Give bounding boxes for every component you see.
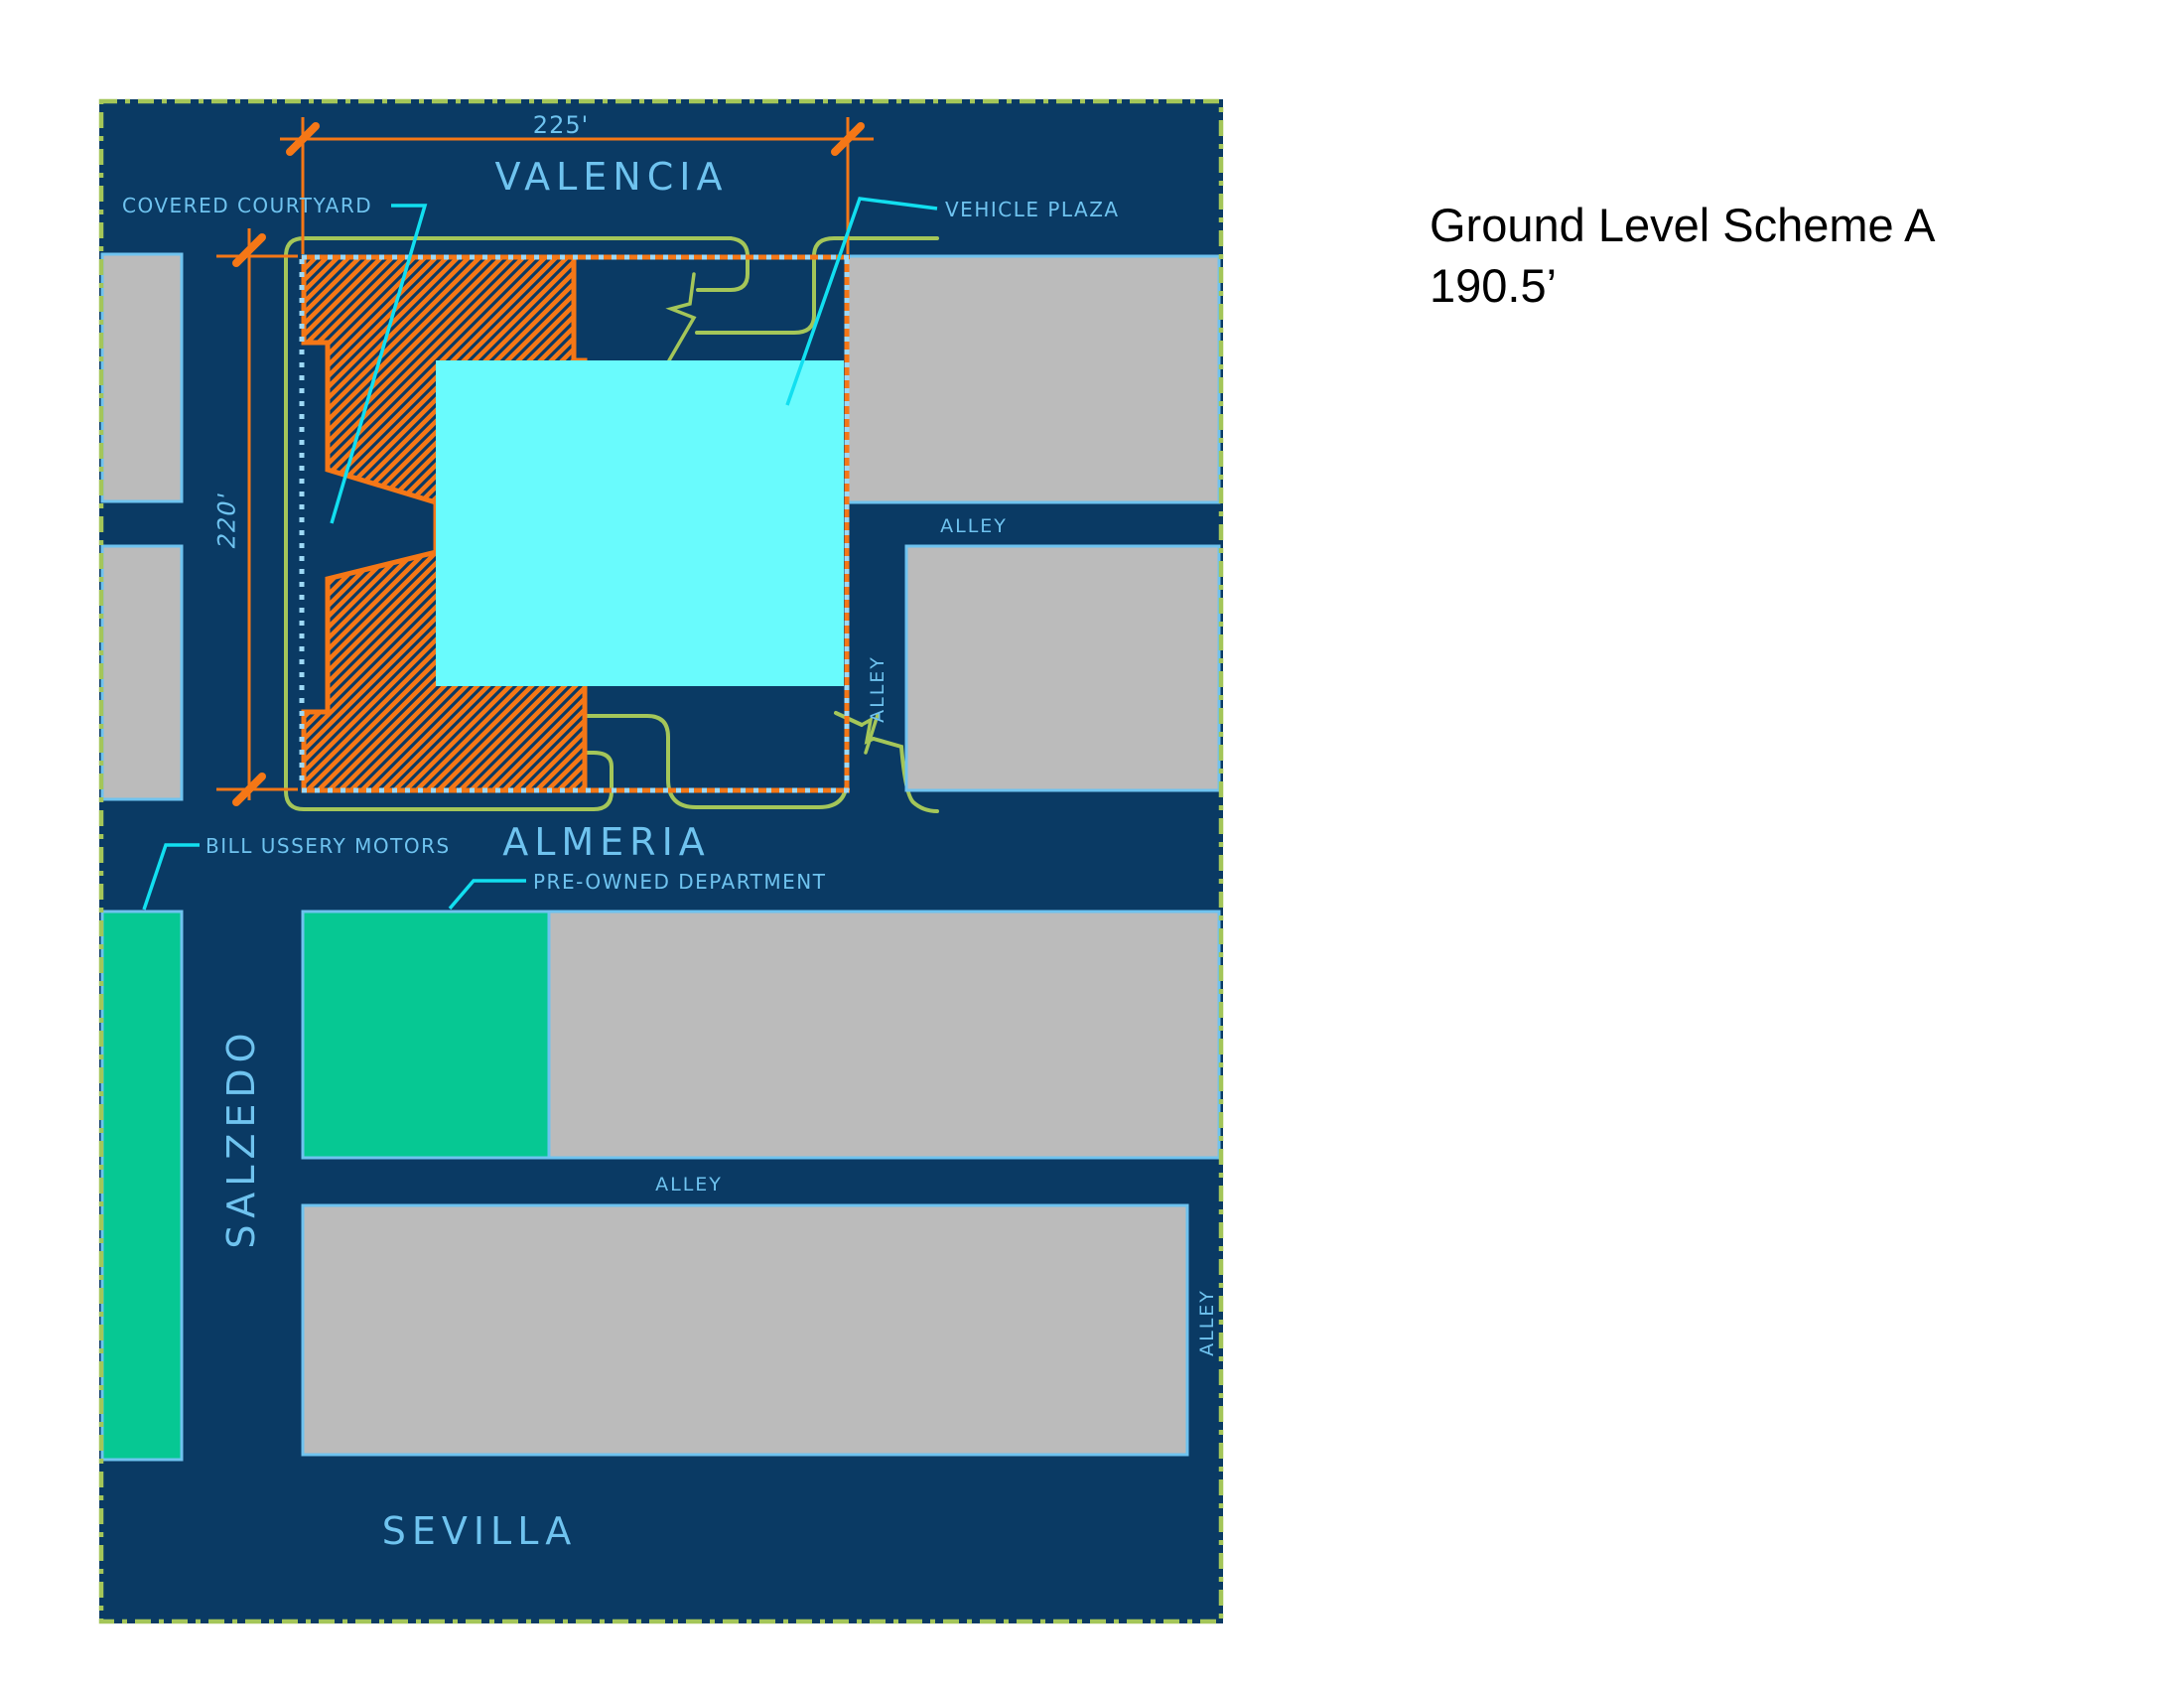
dim-height-label: 220' bbox=[212, 490, 241, 551]
curb-valencia-drive bbox=[696, 236, 750, 292]
title-block: Ground Level Scheme A 190.5’ bbox=[1430, 195, 1935, 316]
street-sevilla: SEVILLA bbox=[382, 1509, 578, 1553]
curb-almeria-drive bbox=[584, 714, 849, 809]
dim-width-label: 225' bbox=[533, 111, 589, 139]
curb-break-cross bbox=[864, 713, 880, 755]
plan-border bbox=[98, 98, 1224, 1624]
title-line1: Ground Level Scheme A bbox=[1430, 199, 1936, 251]
building-east bbox=[904, 544, 1221, 792]
alley-label-southeast-vertical: ALLEY bbox=[1196, 1289, 1218, 1356]
dim-tick bbox=[232, 773, 266, 806]
building-south-mid bbox=[547, 910, 1221, 1160]
dim-tick bbox=[232, 233, 266, 267]
annotation-vehicle-plaza: VEHICLE PLAZA bbox=[945, 198, 1120, 221]
curb-valencia-east bbox=[695, 236, 939, 335]
curb-lines bbox=[284, 236, 939, 813]
dealer-blocks bbox=[100, 910, 551, 1462]
neighbor-buildings bbox=[100, 252, 1221, 1457]
dim-tick bbox=[286, 122, 320, 156]
leader-bill-ussery bbox=[142, 843, 200, 911]
bill-ussery-motors-block bbox=[100, 910, 184, 1462]
vehicle-plaza-area bbox=[436, 360, 844, 686]
building-northeast bbox=[845, 254, 1221, 504]
alley-label-east-horizontal: ALLEY bbox=[940, 515, 1008, 537]
building-south-bottom bbox=[301, 1203, 1189, 1457]
alley-label-east-vertical: ALLEY bbox=[867, 655, 888, 723]
street-valencia: VALENCIA bbox=[495, 155, 729, 199]
leader-vehicle-plaza bbox=[785, 197, 938, 406]
leader-covered-courtyard bbox=[330, 204, 428, 524]
annotation-bill-ussery-motors: BILL USSERY MOTORS bbox=[205, 834, 451, 858]
property-line bbox=[299, 254, 850, 793]
curb-break-mark-top bbox=[665, 272, 697, 362]
title-line2: 190.5’ bbox=[1430, 259, 1558, 313]
street-almeria: ALMERIA bbox=[502, 820, 711, 864]
alley-label-south-horizontal: ALLEY bbox=[655, 1174, 723, 1196]
street-salzedo: SALZEDO bbox=[219, 1027, 263, 1248]
annotation-covered-courtyard: COVERED COURTYARD bbox=[122, 194, 372, 217]
dim-tick bbox=[831, 122, 865, 156]
building-west-2 bbox=[100, 544, 184, 801]
leader-pre-owned bbox=[448, 879, 526, 911]
building-west-1 bbox=[100, 252, 184, 503]
plan-labels: VALENCIA ALMERIA SALZEDO SEVILLA COVERED… bbox=[122, 155, 1218, 1553]
annotation-pre-owned-department: PRE-OWNED DEPARTMENT bbox=[533, 870, 826, 894]
curb-block-loop bbox=[284, 236, 733, 811]
pre-owned-department-block bbox=[301, 910, 551, 1160]
curb-alley-diagonal-b bbox=[872, 737, 939, 813]
dimensions: 225' 220' bbox=[212, 111, 874, 806]
leader-lines bbox=[142, 197, 938, 911]
